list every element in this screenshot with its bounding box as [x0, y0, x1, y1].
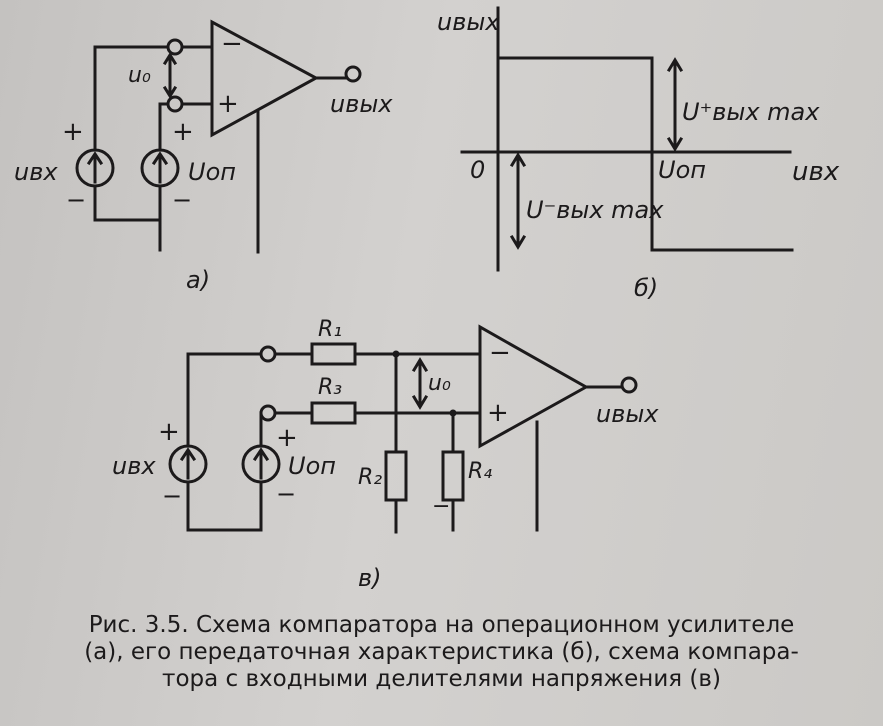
origin-b: 0 [470, 156, 485, 184]
u0-label-a: u₀ [128, 63, 151, 88]
plus-ref-c: + [276, 423, 298, 453]
terminal-output-c [620, 376, 638, 394]
uvx-label-c: uвх [112, 452, 156, 480]
opamp-triangle-a [210, 19, 320, 138]
minus-ref-c: − [276, 480, 296, 508]
caption-line-3: тора с входными делителями напряжения (в… [162, 666, 721, 692]
plus-source-a: + [62, 117, 84, 147]
r4-label: R₄ [468, 459, 492, 484]
plus-label-c: + [487, 398, 509, 428]
transfer-curve-b [496, 56, 794, 252]
terminal-noninverting-a [166, 95, 184, 113]
diagram-c: R₁ R₃ R₂ R₄ u₀ − + + − uвх + − Uоп − uвы… [112, 317, 659, 592]
r3-label: R₃ [318, 375, 342, 400]
terminal-r3-c [259, 404, 277, 422]
caption-label-a: а) [186, 266, 210, 294]
uvx-label-a: uвх [14, 158, 58, 186]
plus-label-a: + [217, 89, 239, 119]
uplus-label-b: U⁺вых max [682, 98, 820, 126]
opamp-triangle-c [478, 324, 590, 449]
uop-label-c: Uоп [288, 452, 336, 480]
minus-source-a: − [66, 186, 86, 214]
r2-label: R₂ [358, 465, 382, 490]
figure-caption: Рис. 3.5. Схема компаратора на операцион… [0, 612, 883, 693]
minus-r4-c: − [432, 494, 450, 519]
resistor-r3 [310, 401, 357, 425]
uop-label-a: Uоп [188, 158, 236, 186]
minus-source-c: − [162, 482, 182, 510]
terminal-inverting-a [166, 38, 184, 56]
uvyx-label-a: uвых [330, 90, 393, 118]
uvyx-label-c: uвых [596, 400, 659, 428]
diagram-b: uвых 0 Uоп uвх U⁺вых max U⁻вых max б) [437, 6, 840, 302]
minus-label-c: − [489, 338, 511, 368]
caption-label-b: б) [634, 274, 658, 302]
xlabel-b: uвх [792, 157, 840, 187]
plus-source-c: + [158, 417, 180, 447]
terminal-r1-c [259, 345, 277, 363]
uop-label-b: Uоп [658, 156, 706, 184]
minus-ref-a: − [172, 186, 192, 214]
minus-label-a: − [221, 29, 243, 59]
uminus-label-b: U⁻вых max [526, 196, 664, 224]
resistor-r1 [310, 342, 357, 366]
resistor-r2 [384, 450, 408, 502]
r1-label: R₁ [318, 317, 342, 342]
caption-line-2: (а), его передаточная характеристика (б)… [84, 639, 799, 665]
diagram-a: − + u₀ + − uвх + − Uоп uвых а) [14, 19, 393, 294]
ylabel-b: uвых [437, 8, 500, 36]
caption-label-c: в) [358, 564, 382, 592]
terminal-output-a [344, 65, 362, 83]
resistor-r4 [441, 450, 465, 502]
u0-label-c: u₀ [428, 371, 451, 396]
plus-ref-a: + [172, 117, 194, 147]
caption-line-1: Рис. 3.5. Схема компаратора на операцион… [88, 612, 795, 638]
